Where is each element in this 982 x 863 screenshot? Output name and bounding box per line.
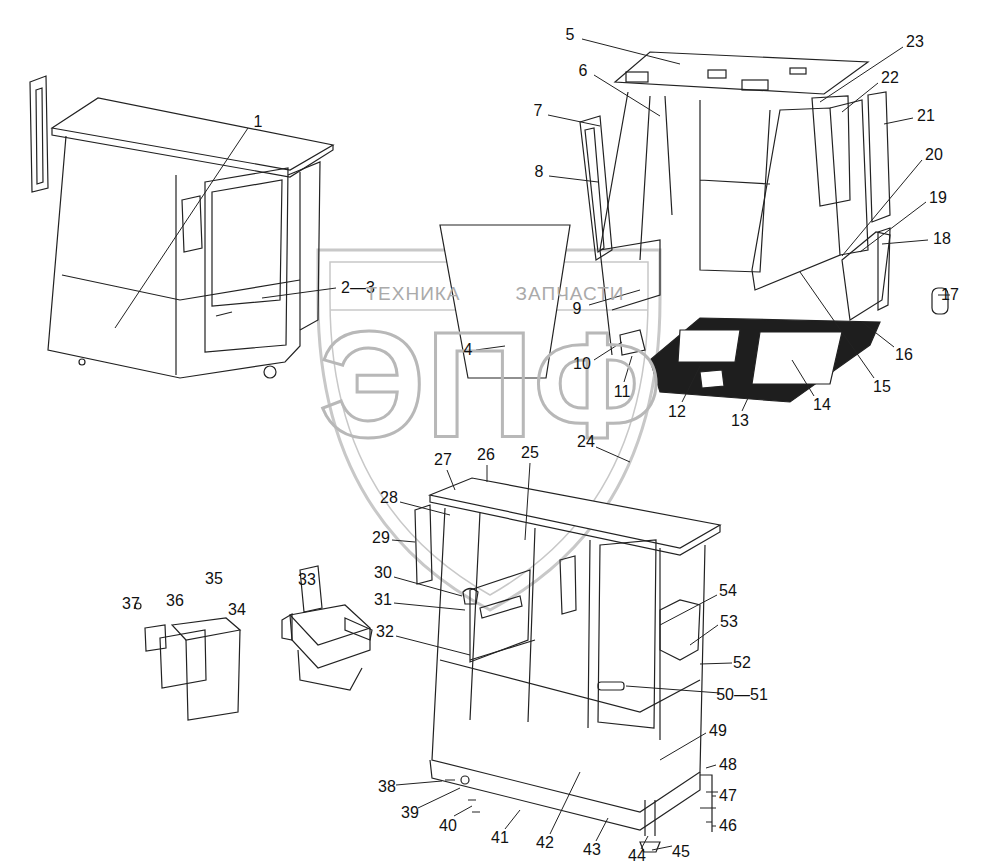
cab-assembled [30,76,333,378]
callout-number: 29 [372,530,390,546]
callout-number: 49 [709,723,727,739]
callout-number: 4 [464,342,473,358]
callout-number: 26 [477,447,495,463]
callout-number: 30 [374,565,392,581]
callout-number: 20 [925,147,943,163]
callout-number: 48 [719,757,737,773]
callout-number: 11 [614,384,631,400]
callout-number: 27 [434,452,452,468]
callout-number: 12 [668,404,686,420]
callout-number: 33 [298,572,316,588]
callout-number: 50—51 [716,687,768,703]
callout-number: 21 [917,108,935,124]
callout-number: 10 [573,356,591,372]
leader-lines [115,39,950,850]
callout-number: 54 [719,583,737,599]
watermark-logo: ЭПФ [319,310,662,460]
callout-number: 47 [719,788,737,804]
callout-number: 42 [536,835,554,851]
callout-number: 41 [491,830,509,846]
watermark-text: ТЕХНИКА [365,284,460,303]
callout-number: 15 [873,379,891,395]
callout-number: 40 [439,818,457,834]
callout-number: 24 [577,434,595,450]
callout-number: 46 [719,818,737,834]
callout-number: 17 [941,287,959,303]
callout-number: 23 [906,34,924,50]
callout-number: 14 [813,397,831,413]
callout-number: 6 [579,63,588,79]
callout-number: 19 [929,190,947,206]
callout-number: 35 [205,571,223,587]
watermark-text: ЗАПЧАСТИ [516,284,625,303]
callout-number: 18 [933,231,951,247]
callout-number: 25 [521,445,539,461]
callout-number: 43 [583,842,601,858]
callout-number: 37 [122,596,140,612]
callout-number: 32 [376,624,394,640]
callout-number: 34 [228,602,246,618]
callout-number: 9 [573,301,582,317]
callout-number: 1 [254,114,263,130]
callout-number: 36 [166,593,184,609]
callout-number: 53 [720,614,738,630]
callout-number: 39 [401,805,419,821]
callout-number: 13 [731,413,749,429]
callout-number: 16 [895,347,913,363]
callout-number: 44 [628,848,646,863]
bracket-panel [135,603,240,720]
callout-number: 22 [881,70,899,86]
callout-number: 7 [534,103,543,119]
cab-frame [415,478,720,852]
callout-number: 28 [380,490,398,506]
operator-seat [282,566,372,690]
callout-number: 8 [535,164,544,180]
callout-number: 38 [378,779,396,795]
callout-number: 45 [672,844,690,860]
callout-number: 5 [566,27,575,43]
callout-number: 31 [374,592,392,608]
callout-number: 52 [733,655,751,671]
